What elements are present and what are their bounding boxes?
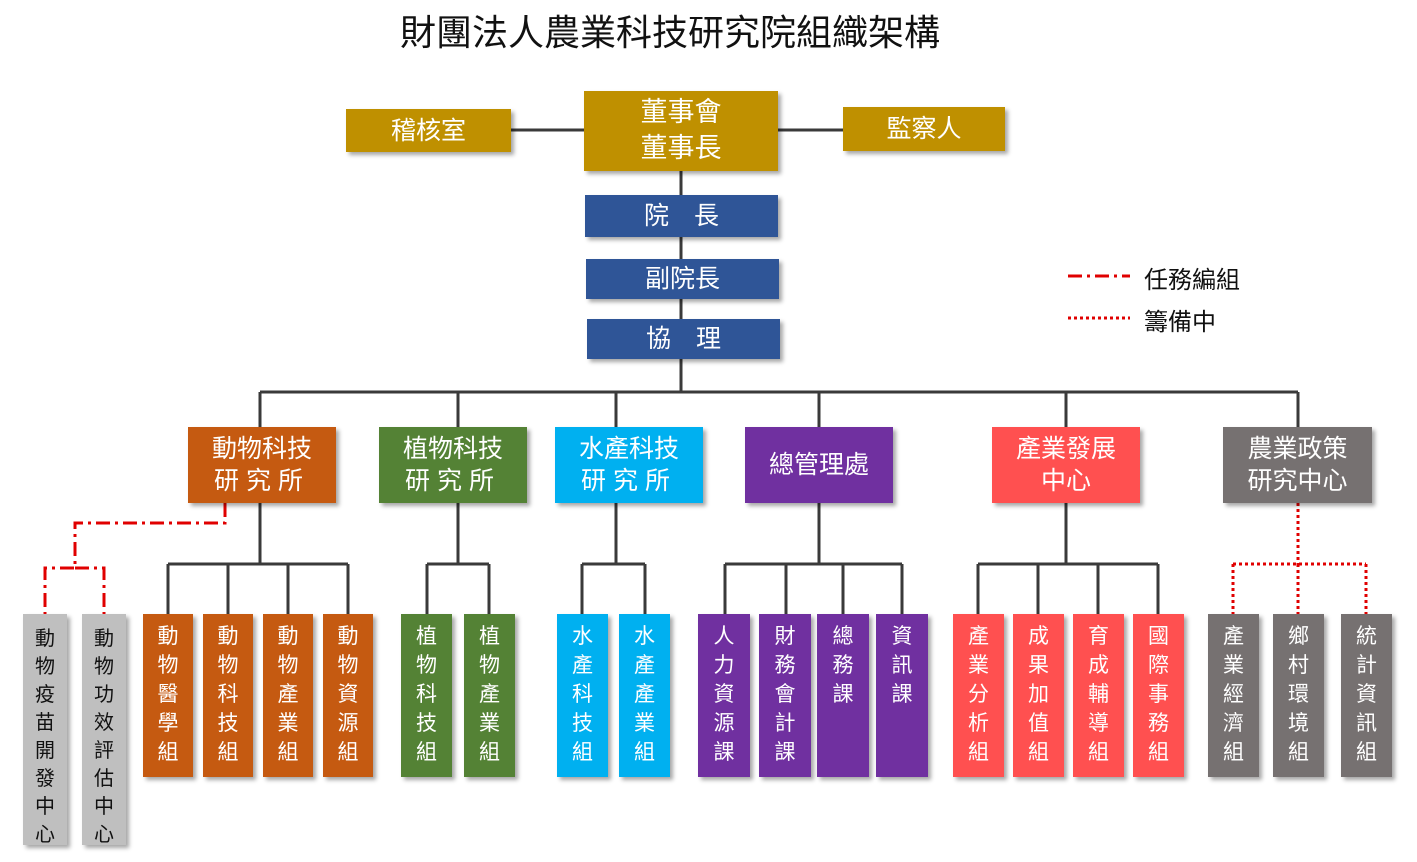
unit-information: 資 訊 課: [876, 614, 934, 777]
legend-task-group: 任務編組: [1144, 266, 1240, 294]
unit-label: 動物醫學組: [157, 624, 179, 764]
unit-label: 水產產業組: [634, 624, 655, 764]
unit-value-adding: 成果加值組: [1013, 614, 1064, 777]
admin-office-label: 總管理處: [768, 450, 869, 479]
president-label: 院 長: [643, 201, 719, 230]
task-unit-label: 動物疫苗開發中心: [35, 626, 55, 846]
policy-center-line2: 研究中心: [1247, 466, 1348, 495]
policy-center-line1: 農業政策: [1247, 434, 1348, 463]
unit-finance-accounting: 財務會計課: [759, 614, 811, 777]
vice-president-box: 副院長: [586, 259, 779, 299]
animal-institute-line1: 動物科技: [211, 434, 312, 463]
unit-animal-tech: 動物科技組: [203, 614, 253, 777]
unit-label: 人力資源課: [713, 624, 735, 764]
unit-label: 植物科技組: [416, 624, 437, 764]
animal-institute-box: 動物科技 研究所: [188, 427, 336, 503]
chair-label: 董事長: [640, 133, 722, 164]
unit-label: 統計資訊組: [1356, 624, 1377, 764]
unit-label: 育成輔導組: [1088, 624, 1109, 764]
unit-label: 產業分析組: [968, 624, 989, 764]
president-box: 院 長: [585, 195, 778, 237]
page-title: 財團法人農業科技研究院組織架構: [399, 13, 940, 54]
unit-animal-resources: 動物資源組: [323, 614, 373, 777]
industry-center-box: 產業發展 中心: [992, 427, 1140, 503]
unit-label: 產業經濟組: [1223, 624, 1244, 764]
audit-office-box: 稽核室: [346, 109, 511, 152]
unit-general-affairs: 總 務 課: [817, 614, 875, 777]
unit-label: 鄉村環境組: [1288, 624, 1309, 764]
admin-office-box: 總管理處: [745, 427, 893, 503]
unit-label: 總 務 課: [832, 624, 875, 706]
unit-label: 成果加值組: [1028, 624, 1049, 764]
unit-industry-analysis: 產業分析組: [953, 614, 1004, 777]
task-unit-efficacy-center: 動物功效評估中心: [82, 614, 126, 846]
unit-human-resources: 人力資源課: [698, 614, 750, 777]
unit-label: 動物科技組: [217, 624, 239, 764]
unit-label: 水產科技組: [572, 624, 593, 764]
unit-label: 國際事務組: [1148, 624, 1169, 764]
task-unit-label: 動物功效評估中心: [94, 626, 114, 846]
unit-label: 資 訊 課: [891, 624, 934, 706]
task-unit-vaccine-center: 動物疫苗開發中心: [23, 614, 67, 846]
board-box: 董事會 董事長: [584, 91, 778, 171]
unit-international-affairs: 國際事務組: [1133, 614, 1184, 777]
plant-institute-line1: 植物科技: [402, 434, 503, 463]
unit-label: 動物資源組: [337, 624, 359, 764]
assistant-label: 協 理: [645, 324, 721, 353]
board-label: 董事會: [640, 97, 722, 128]
unit-plant-industry: 植物產業組: [464, 614, 515, 777]
vice-president-label: 副院長: [644, 264, 720, 293]
industry-center-line2: 中心: [1040, 466, 1091, 495]
assistant-box: 協 理: [587, 319, 780, 359]
unit-label: 植物產業組: [479, 624, 500, 764]
aquatic-institute-line1: 水產科技: [578, 434, 679, 463]
unit-statistics-information: 統計資訊組: [1341, 614, 1392, 777]
plant-institute-box: 植物科技 研究所: [379, 427, 527, 503]
unit-plant-tech: 植物科技組: [401, 614, 452, 777]
unit-industrial-economics: 產業經濟組: [1208, 614, 1259, 777]
animal-institute-line2: 研究所: [213, 466, 310, 495]
unit-label: 動物產業組: [277, 624, 299, 764]
aquatic-institute-line2: 研究所: [580, 466, 677, 495]
unit-aquatic-industry: 水產產業組: [619, 614, 670, 777]
unit-aquatic-tech: 水產科技組: [557, 614, 608, 777]
unit-rural-environment: 鄉村環境組: [1273, 614, 1324, 777]
unit-animal-industry: 動物產業組: [263, 614, 313, 777]
supervisor-box: 監察人: [843, 107, 1005, 151]
plant-institute-line2: 研究所: [404, 466, 501, 495]
supervisor-label: 監察人: [886, 114, 962, 143]
audit-office-label: 稽核室: [390, 115, 466, 145]
unit-label: 財務會計課: [774, 624, 796, 764]
policy-center-box: 農業政策 研究中心: [1223, 427, 1372, 503]
unit-animal-medicine: 動物醫學組: [143, 614, 193, 777]
unit-incubation: 育成輔導組: [1073, 614, 1124, 777]
legend-preparing: 籌備中: [1144, 308, 1216, 336]
industry-center-line1: 產業發展: [1015, 434, 1116, 463]
aquatic-institute-box: 水產科技 研究所: [555, 427, 703, 503]
